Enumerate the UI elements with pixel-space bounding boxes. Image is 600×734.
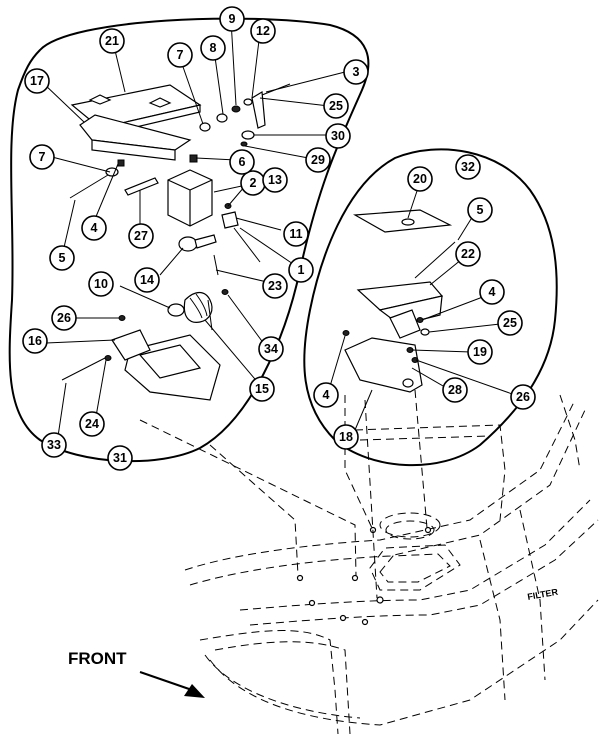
vehicle-filter-label: FILTER	[527, 587, 560, 602]
vehicle-body-outline	[184, 394, 599, 734]
svg-text:2: 2	[250, 176, 257, 190]
callout-leaders	[42, 19, 519, 444]
svg-text:25: 25	[503, 316, 517, 330]
svg-text:5: 5	[477, 203, 484, 217]
svg-text:26: 26	[516, 390, 530, 404]
svg-text:4: 4	[91, 221, 98, 235]
svg-text:7: 7	[39, 150, 46, 164]
svg-text:26: 26	[57, 311, 71, 325]
callout-13: 13	[262, 167, 288, 193]
svg-text:7: 7	[177, 48, 184, 62]
right-group-parts	[342, 209, 456, 393]
callout-14: 14	[134, 267, 160, 293]
callout-29: 29	[305, 147, 331, 173]
callout-8: 8	[200, 35, 226, 61]
svg-text:10: 10	[94, 277, 108, 291]
callout-23: 23	[262, 273, 288, 299]
svg-text:18: 18	[339, 430, 353, 444]
front-arrow-icon	[184, 684, 205, 698]
callout-19: 19	[467, 339, 493, 365]
callout-17: 17	[24, 68, 50, 94]
callout-26a: 26	[51, 305, 77, 331]
left-group-parts	[61, 83, 291, 401]
front-direction-indicator: FRONT	[68, 649, 205, 698]
svg-text:16: 16	[28, 334, 42, 348]
callout-32: 32	[455, 154, 481, 180]
svg-text:13: 13	[268, 173, 282, 187]
svg-text:30: 30	[331, 129, 345, 143]
svg-text:34: 34	[264, 342, 278, 356]
right-assembly-outline	[303, 148, 558, 467]
svg-text:20: 20	[413, 172, 427, 186]
svg-text:23: 23	[268, 279, 282, 293]
svg-text:5: 5	[59, 251, 66, 265]
svg-text:1: 1	[298, 263, 305, 277]
svg-text:27: 27	[134, 229, 148, 243]
callout-26b: 26	[510, 384, 536, 410]
svg-text:14: 14	[140, 273, 154, 287]
callout-27: 27	[128, 223, 154, 249]
callout-25b: 25	[497, 310, 523, 336]
svg-text:9: 9	[229, 12, 236, 26]
front-label: FRONT	[68, 649, 127, 668]
callout-21: 21	[99, 28, 125, 54]
bracket-17	[79, 114, 192, 151]
svg-text:21: 21	[105, 34, 119, 48]
svg-text:4: 4	[489, 285, 496, 299]
callout-12: 12	[250, 18, 276, 44]
svg-text:4: 4	[323, 388, 330, 402]
callout-7a: 7	[167, 42, 193, 68]
svg-text:15: 15	[255, 382, 269, 396]
callout-34: 34	[258, 336, 284, 362]
svg-text:33: 33	[47, 438, 61, 452]
callout-11: 11	[283, 221, 309, 247]
callout-31: 31	[107, 445, 133, 471]
svg-text:29: 29	[311, 153, 325, 167]
callout-28: 28	[442, 377, 468, 403]
left-assembly-outline	[8, 17, 370, 463]
callout-15: 15	[249, 376, 275, 402]
callout-3: 3	[343, 59, 369, 85]
callout-18: 18	[333, 424, 359, 450]
callout-4a: 4	[81, 215, 107, 241]
svg-text:22: 22	[461, 247, 475, 261]
callout-1: 1	[288, 257, 314, 283]
callout-33: 33	[41, 432, 67, 458]
callout-24: 24	[79, 411, 105, 437]
svg-text:32: 32	[461, 160, 475, 174]
callout-25a: 25	[323, 93, 349, 119]
callout-16: 16	[22, 328, 48, 354]
callout-5a: 5	[49, 245, 75, 271]
callout-10: 10	[88, 271, 114, 297]
svg-text:8: 8	[210, 41, 217, 55]
svg-text:3: 3	[353, 65, 360, 79]
callout-30: 30	[325, 123, 351, 149]
callout-4b: 4	[479, 279, 505, 305]
svg-text:6: 6	[239, 155, 246, 169]
callout-22: 22	[455, 241, 481, 267]
svg-text:31: 31	[113, 451, 127, 465]
callout-2: 2	[240, 170, 266, 196]
callout-9: 9	[219, 6, 245, 32]
callout-4c: 4	[313, 382, 339, 408]
callout-6: 6	[229, 149, 255, 175]
callout-7b: 7	[29, 144, 55, 170]
callout-5b: 5	[467, 197, 493, 223]
svg-text:25: 25	[329, 99, 343, 113]
svg-text:17: 17	[30, 74, 44, 88]
svg-text:12: 12	[256, 24, 270, 38]
alignment-lines	[139, 389, 428, 599]
svg-text:28: 28	[448, 383, 462, 397]
callout-20: 20	[407, 166, 433, 192]
svg-text:19: 19	[473, 345, 487, 359]
svg-text:24: 24	[85, 417, 99, 431]
svg-text:11: 11	[289, 227, 302, 241]
plate-18	[344, 337, 423, 393]
callouts: 1 2 3 4 4 4 5 5 6 7 7 8 9 10 11 12 13 14…	[22, 6, 536, 471]
